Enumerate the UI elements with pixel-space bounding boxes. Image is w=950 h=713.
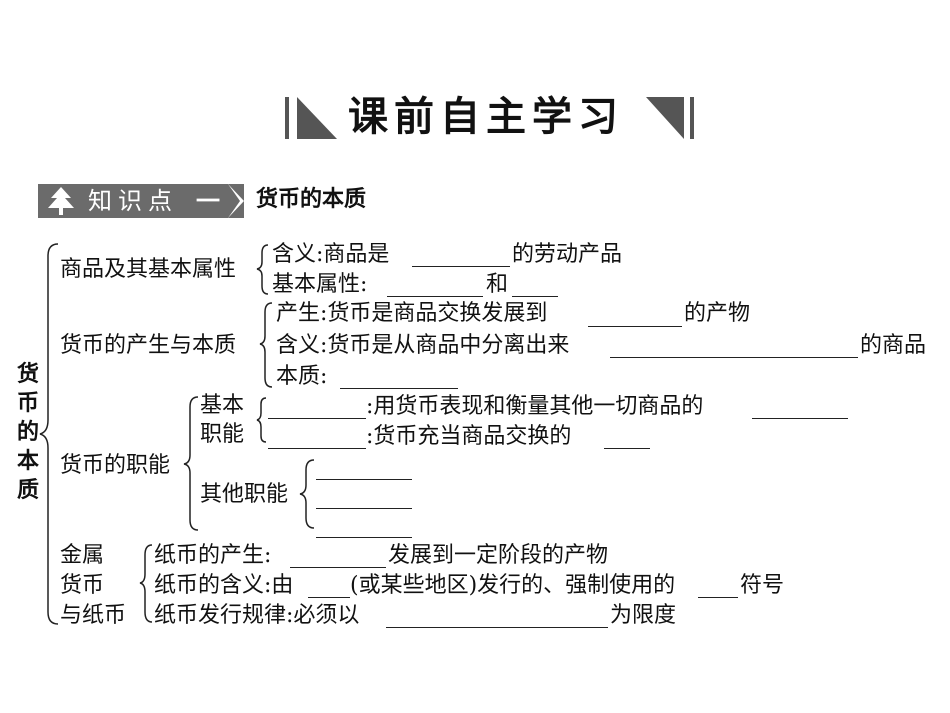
answer-blank[interactable]: [268, 418, 366, 419]
answer-blank[interactable]: [316, 479, 412, 480]
money-essence-label: 本质:: [276, 364, 328, 389]
section-badge: [38, 184, 244, 218]
branch-metal-money-2: 货币: [60, 573, 105, 598]
answer-blank[interactable]: [604, 448, 650, 449]
circulation-text: :货币充当商品交换的: [366, 424, 572, 449]
header-decoration-right: [646, 97, 694, 139]
brace-b2: [259, 302, 273, 388]
paper-meaning-suffix: 符号: [740, 573, 785, 598]
commodity-meaning-label: 含义:商品是: [272, 242, 390, 267]
branch-metal-money-1: 金属: [60, 543, 105, 568]
brace-other: [299, 459, 315, 529]
paper-law-label: 纸币发行规律:必须以: [154, 603, 360, 628]
value-measure-text: :用货币表现和衡量其他一切商品的: [366, 394, 704, 419]
brace-b1: [256, 244, 269, 295]
answer-blank[interactable]: [698, 597, 738, 598]
section-badge-label: 知识点: [88, 187, 178, 215]
answer-blank[interactable]: [340, 388, 458, 389]
paper-meaning-label: 纸币的含义:由: [154, 573, 294, 598]
answer-blank[interactable]: [316, 537, 412, 538]
root-char-1: 货: [16, 362, 39, 387]
root-char-4: 本: [16, 449, 39, 474]
root-char-3: 的: [16, 420, 39, 445]
basic-label-2: 职能: [200, 422, 245, 447]
answer-blank[interactable]: [316, 508, 412, 509]
answer-blank[interactable]: [290, 567, 386, 568]
money-origin-label: 产生:货币是商品交换发展到: [276, 301, 548, 326]
paper-origin-suffix: 发展到一定阶段的产物: [388, 543, 609, 568]
commodity-attributes-label: 基本属性:: [272, 272, 368, 297]
answer-blank[interactable]: [268, 448, 366, 449]
branch-money-origin: 货币的产生与本质: [60, 333, 237, 358]
commodity-meaning-suffix: 的劳动产品: [512, 242, 623, 267]
answer-blank[interactable]: [610, 357, 858, 358]
other-functions-label: 其他职能: [200, 482, 289, 507]
commodity-attributes-and: 和: [486, 272, 509, 297]
money-meaning-suffix: 的商品: [860, 333, 927, 358]
root-label: 货 币 的 本 质: [14, 360, 42, 505]
basic-label-1: 基本: [200, 393, 245, 418]
answer-blank[interactable]: [752, 418, 848, 419]
answer-blank[interactable]: [588, 326, 682, 327]
section-title: 货币的本质: [256, 187, 367, 212]
answer-blank[interactable]: [387, 296, 483, 297]
branch-metal-money-3: 与纸币: [60, 603, 127, 628]
root-char-2: 币: [16, 391, 39, 416]
answer-blank[interactable]: [308, 597, 350, 598]
money-origin-suffix: 的产物: [684, 301, 751, 326]
brace-root: [39, 243, 59, 625]
section-number: 一: [196, 187, 220, 215]
paper-meaning-mid: (或某些地区)发行的、强制使用的: [350, 573, 676, 598]
header-decoration-left: [285, 97, 337, 139]
paper-origin-label: 纸币的产生:: [154, 543, 272, 568]
tree-icon: [48, 187, 74, 215]
branch-money-functions: 货币的职能: [60, 453, 171, 478]
answer-blank[interactable]: [512, 296, 558, 297]
branch-commodity: 商品及其基本属性: [60, 257, 237, 282]
root-char-5: 质: [16, 478, 39, 503]
badge-arrow: [228, 184, 244, 218]
page-title: 课前自主学习: [348, 94, 624, 140]
answer-blank[interactable]: [412, 266, 510, 267]
money-meaning-label: 含义:货币是从商品中分离出来: [276, 333, 570, 358]
answer-blank[interactable]: [386, 627, 608, 628]
paper-law-suffix: 为限度: [610, 603, 677, 628]
brace-basic: [256, 397, 267, 443]
brace-b4: [139, 544, 153, 623]
brace-b3: [183, 396, 199, 531]
